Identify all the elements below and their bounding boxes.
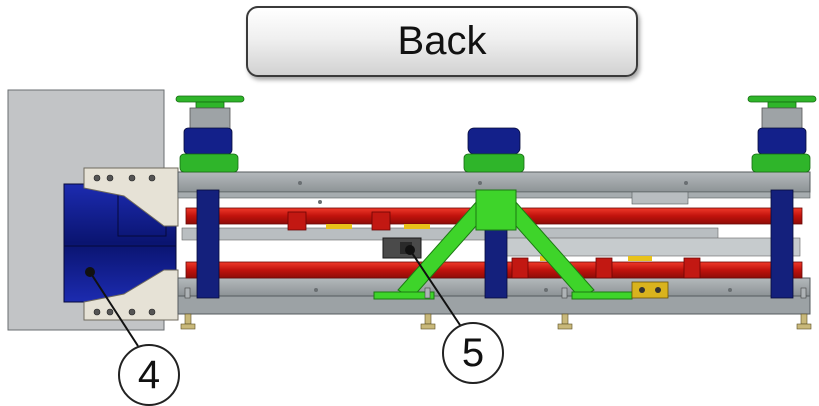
- callout-5: 5: [442, 322, 504, 384]
- right-post: [770, 189, 794, 299]
- left-post: [196, 189, 220, 299]
- leader-line-5: [409, 249, 463, 329]
- right-handwheel: [747, 95, 817, 173]
- levelling-feet: [180, 313, 812, 330]
- machine-diagram: [0, 88, 819, 406]
- green-x-bracket: [373, 189, 633, 300]
- motor-mount-bottom: [83, 269, 179, 321]
- leader-line-4: [89, 271, 139, 347]
- motor-mount-top: [83, 167, 179, 227]
- center-handwheel: [463, 127, 525, 173]
- top-frame-beam: [177, 171, 811, 193]
- back-button[interactable]: Back: [246, 6, 638, 77]
- left-handwheel: [175, 95, 245, 173]
- callout-4: 4: [118, 344, 180, 406]
